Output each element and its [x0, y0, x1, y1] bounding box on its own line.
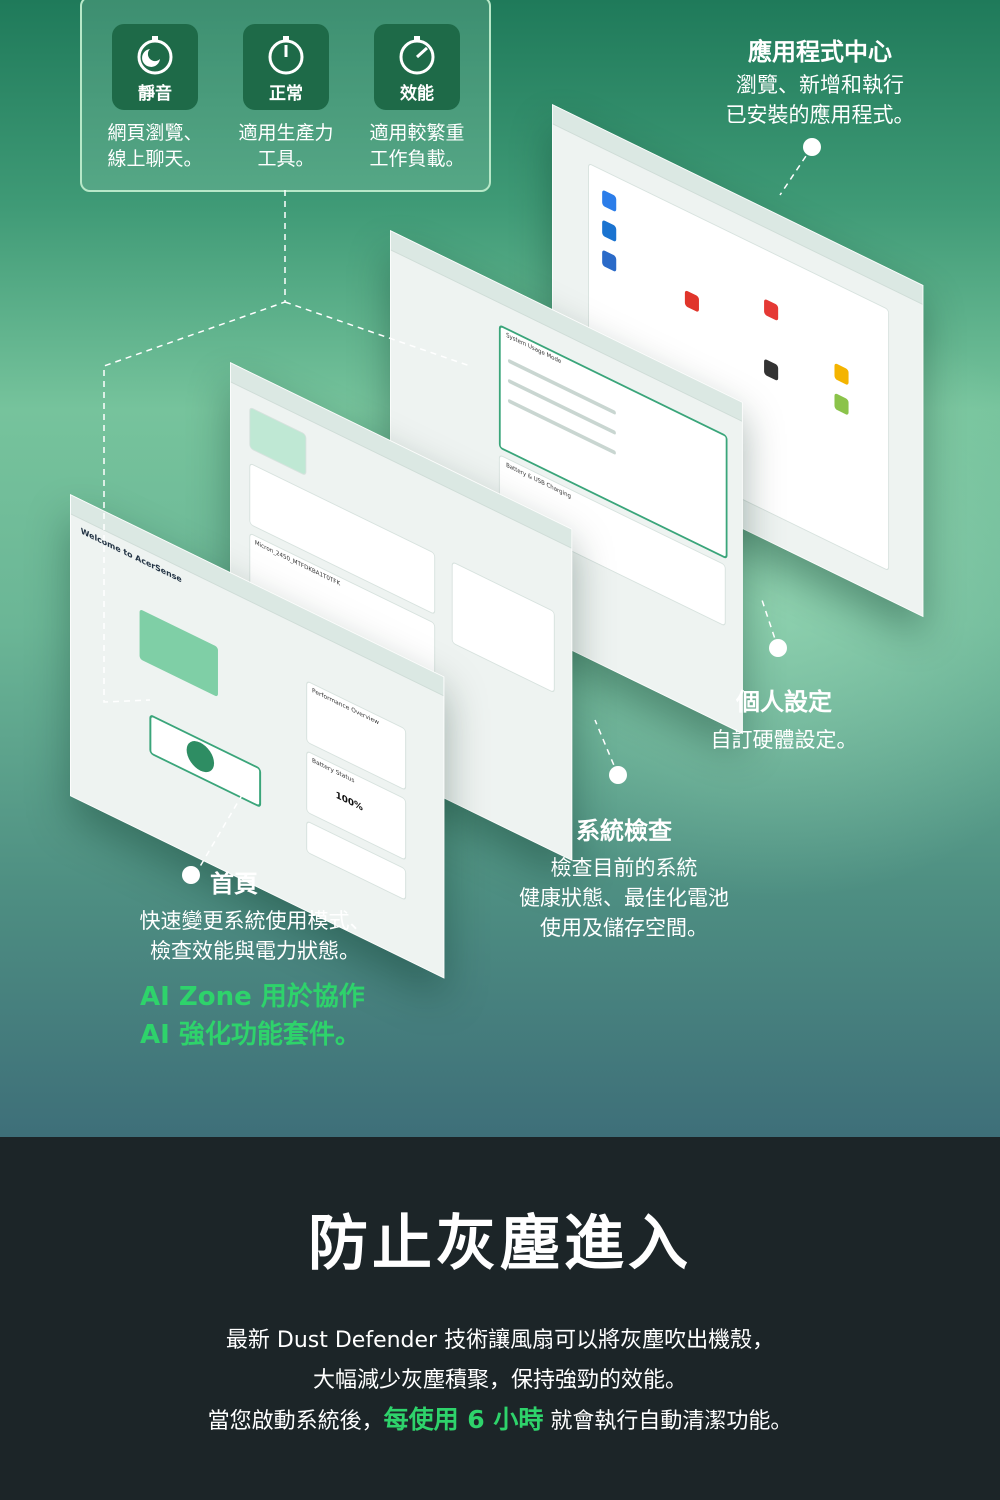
mode-description: 適用較繁重 工作負載。 — [351, 120, 483, 172]
ai-zone-text: AI Zone 用於協作 AI 強化功能套件。 — [140, 978, 365, 1054]
app-center-desc: 瀏覽、新增和執行 已安裝的應用程式。 — [700, 70, 940, 130]
performance-mode-button[interactable]: 效能 — [374, 24, 460, 110]
quiet-mode[interactable]: 靜音 網頁瀏覽、 線上聊天。 — [89, 24, 221, 172]
footer-line-2: 大幅減少灰塵積聚，保持強勁的效能。 — [312, 1368, 687, 1393]
footer-text: 就會執行自動清潔功能。 — [543, 1409, 793, 1434]
desc-line: 快速變更系統使用模式、 — [139, 909, 371, 933]
normal-mode-button[interactable]: 正常 — [243, 24, 329, 110]
quiet-mode-icon — [137, 36, 173, 75]
app-center-title: 應用程式中心 — [748, 38, 892, 66]
normal-mode[interactable]: 正常 適用生產力 工具。 — [220, 24, 352, 172]
home-desc: 快速變更系統使用模式、 檢查效能與電力狀態。 — [120, 906, 390, 966]
mode-label: 正常 — [269, 84, 303, 104]
callout-dot — [182, 866, 200, 884]
checkup-desc: 檢查目前的系統 健康狀態、最佳化電池 使用及儲存空間。 — [494, 853, 754, 943]
footer-line-1: 最新 Dust Defender 技術讓風扇可以將灰塵吹出機殼， — [225, 1328, 775, 1353]
normal-mode-icon — [268, 36, 304, 75]
desc-line: 使用及儲存空間。 — [540, 916, 708, 940]
checkup-title: 系統檢查 — [576, 817, 672, 845]
desc-line: 已安裝的應用程式。 — [725, 103, 915, 127]
mode-label: 靜音 — [138, 84, 172, 104]
callout-dot — [803, 138, 821, 156]
mode-desc-line: 工作負載。 — [369, 148, 465, 170]
ai-zone-line: AI 強化功能套件。 — [140, 1020, 361, 1050]
footer-line-3: 當您啟動系統後，每使用 6 小時 就會執行自動清潔功能。 — [0, 1400, 1000, 1436]
connector-lines — [0, 0, 1000, 1137]
desc-line: 健康狀態、最佳化電池 — [519, 886, 729, 910]
mode-desc-line: 適用生產力 — [238, 122, 334, 144]
hero-section: 靜音 網頁瀏覽、 線上聊天。 正常 適用生產力 工具。 — [0, 0, 1000, 1137]
mode-description: 網頁瀏覽、 線上聊天。 — [89, 120, 221, 172]
mode-desc-line: 網頁瀏覽、 — [107, 122, 203, 144]
quiet-mode-button[interactable]: 靜音 — [112, 24, 198, 110]
callout-dot — [769, 639, 787, 657]
performance-mode[interactable]: 效能 適用較繁重 工作負載。 — [351, 24, 483, 172]
usage-modes-panel: 靜音 網頁瀏覽、 線上聊天。 正常 適用生產力 工具。 — [80, 0, 491, 192]
personal-settings-title: 個人設定 — [736, 688, 832, 716]
home-title: 首頁 — [210, 870, 258, 898]
ai-zone-line: AI Zone 用於協作 — [140, 982, 365, 1012]
mode-desc-line: 適用較繁重 — [369, 122, 465, 144]
dust-defender-title: 防止灰塵進入 — [308, 1209, 692, 1279]
footer-highlight: 每使用 6 小時 — [383, 1405, 544, 1434]
callout-dot — [609, 766, 627, 784]
desc-line: 檢查目前的系統 — [550, 856, 698, 880]
desc-line: 檢查效能與電力狀態。 — [150, 939, 360, 963]
performance-mode-icon — [399, 36, 435, 75]
footer-text: 當您啟動系統後， — [207, 1409, 384, 1434]
mode-desc-line: 工具。 — [257, 148, 315, 170]
desc-line: 瀏覽、新增和執行 — [736, 73, 904, 97]
mode-label: 效能 — [400, 84, 434, 104]
mode-description: 適用生產力 工具。 — [220, 120, 352, 172]
mode-desc-line: 線上聊天。 — [107, 148, 203, 170]
personal-settings-desc: 自訂硬體設定。 — [710, 728, 858, 752]
dust-defender-section — [0, 1137, 1000, 1500]
